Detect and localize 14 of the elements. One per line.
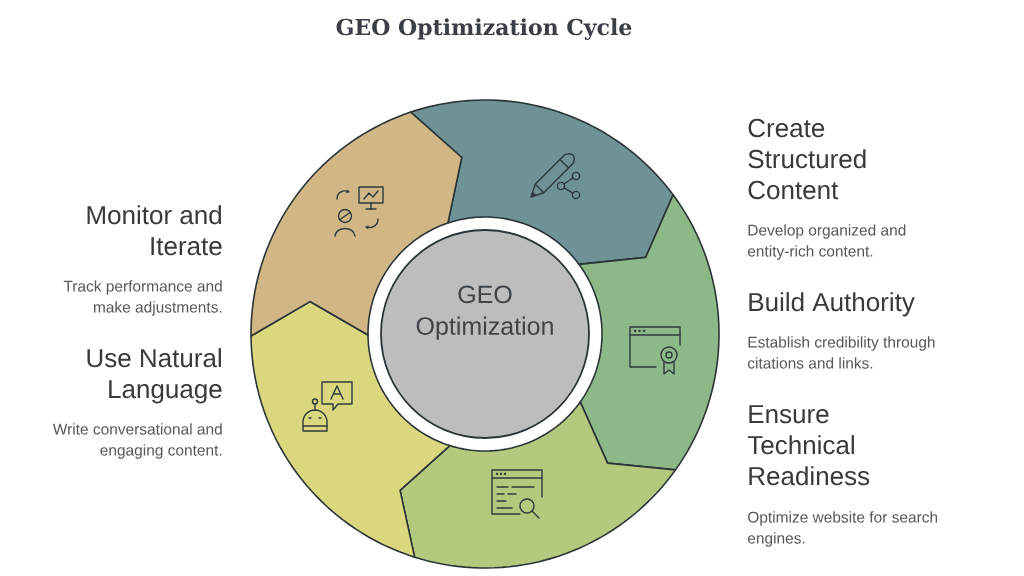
step-heading: Build Authority [749,292,915,317]
step-description: Develop organized and entity-rich content. [747,224,906,260]
step-description: Track performance and make adjustments. [63,280,222,316]
step-heading: Create Structured Content [748,118,866,200]
step-description: Optimize website for search engines. [747,511,938,547]
step-description: Write conversational and engaging content. [52,423,222,459]
step-description: Establish credibility through citations and links. [747,336,935,369]
step-heading: Use Natural Language [87,348,222,404]
step-heading: Ensure Technical Readiness [747,405,870,486]
step-heading: Monitor and Iterate [87,205,222,256]
cycle-segment [399,401,677,569]
title: GEO Optimization Cycle [336,18,632,40]
cycle-segment [409,99,674,266]
cycle-segment [578,194,720,471]
